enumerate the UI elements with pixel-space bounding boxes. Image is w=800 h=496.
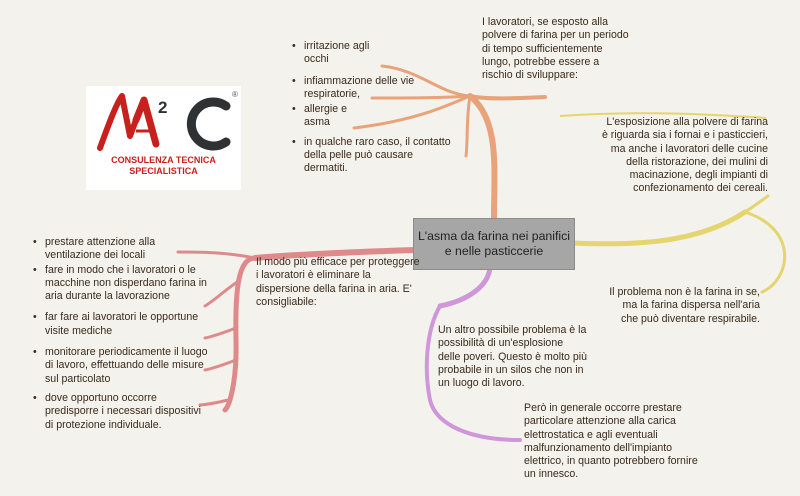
branch-orange-symptom-3 (352, 94, 472, 130)
symptoms-list: irritazione agli occhi infiammazione del… (292, 40, 462, 176)
branch-pink-measure-2 (203, 278, 242, 308)
airborne-flour-text: Il problema non è la farina in se, ma la… (609, 286, 760, 325)
branch-orange-trunk (467, 93, 498, 221)
branch-pink-main (252, 247, 416, 261)
exposure-risk-text: I lavoratori, se esposto alla polvere di… (482, 16, 629, 82)
branch-orange-to-text (468, 94, 547, 101)
logo-line-2: SPECIALISTICA (129, 166, 198, 176)
central-topic[interactable]: L'asma da farina nei panifici e nelle pa… (413, 218, 575, 270)
branch-yellow-lower (743, 210, 787, 294)
explosion-risk-text: Un altro possibile problema è la possibi… (438, 324, 587, 390)
symptom-item: allergie e asma (292, 103, 366, 130)
electrostatic-risk-text: Però in generale occorre prestare partic… (524, 402, 698, 481)
branch-pink-trunk (222, 255, 258, 413)
prevention-intro-text: Il modo più efficace per proteggere i la… (256, 256, 420, 308)
measure-item: fare in modo che i lavoratori o le macch… (33, 264, 215, 304)
logo-line-1: CONSULENZA TECNICA (111, 155, 216, 165)
symptom-item: in qualche raro caso, il contatto della … (292, 136, 454, 176)
central-topic-label: L'asma da farina nei panifici e nelle pa… (417, 228, 571, 259)
measure-item: far fare ai lavoratori le opportune visi… (33, 311, 205, 338)
branch-yellow-main (570, 209, 748, 247)
measure-item: monitorare periodicamente il luogo di la… (33, 346, 210, 386)
branch-orange-symptom-4 (464, 94, 472, 158)
branch-purple-main (437, 265, 493, 309)
exposed-workers-text: L'esposizione alla polvere di farina è r… (601, 116, 768, 195)
branch-pink-measure-3 (203, 326, 238, 340)
svg-text:2: 2 (158, 98, 167, 117)
symptom-item: irritazione agli occhi (292, 40, 396, 67)
branch-yellow-upper-line (559, 112, 767, 119)
symptom-item: infiammazione delle vie respiratorie, (292, 75, 454, 102)
company-logo: 2 ® CONSULENZA TECNICA SPECIALISTICA (86, 86, 241, 190)
branch-purple-down (424, 304, 522, 442)
measure-item: prestare attenzione alla ventilazione de… (33, 236, 187, 263)
branch-yellow-upper (743, 194, 770, 214)
logo-mark-icon: 2 (97, 93, 231, 151)
measure-item: dove opportuno occorre predisporre i nec… (33, 392, 205, 432)
logo-registered-mark: ® (232, 90, 238, 99)
measures-list: prestare attenzione alla ventilazione de… (33, 236, 208, 432)
